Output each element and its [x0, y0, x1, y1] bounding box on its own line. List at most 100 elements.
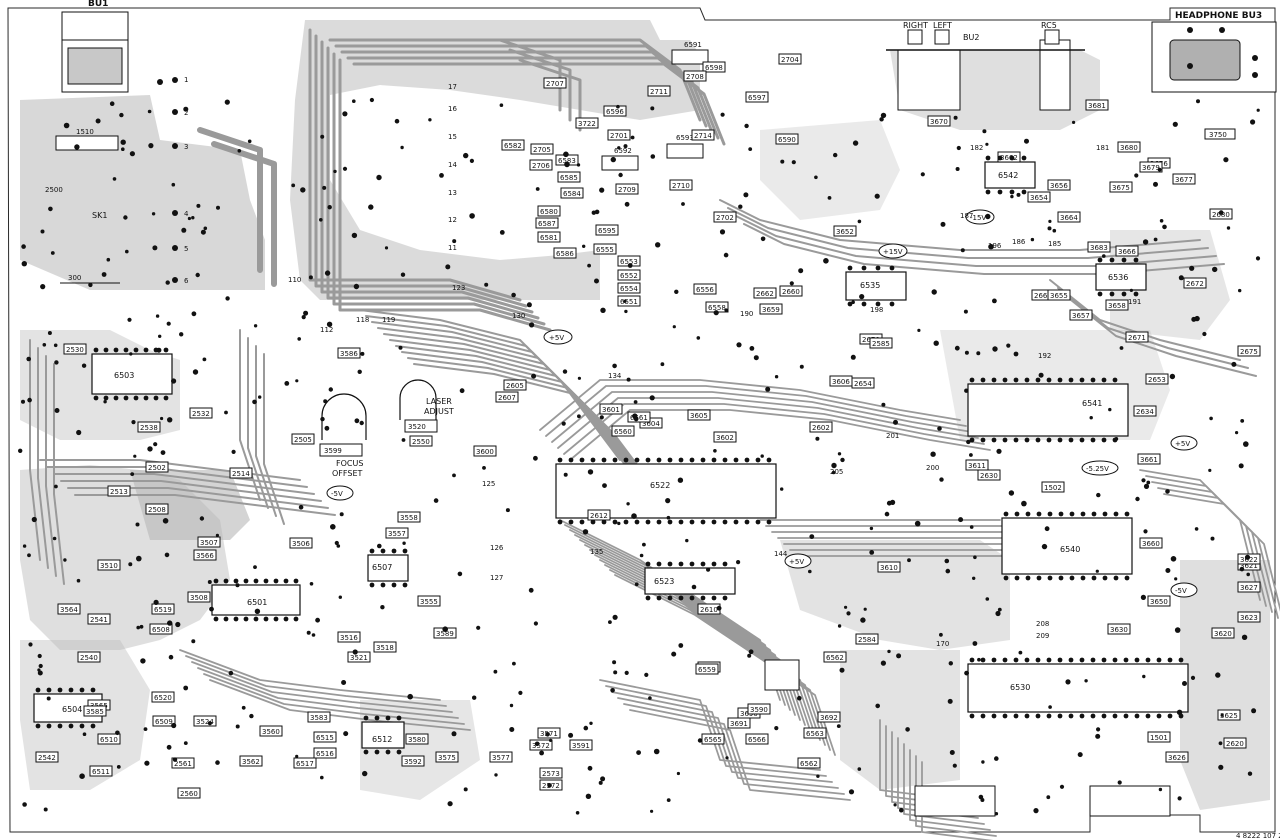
ic-pin — [243, 578, 249, 584]
ic-6504: 6504 — [33, 693, 103, 723]
solder-pad — [623, 144, 628, 149]
trace — [53, 473, 315, 495]
solder-pad — [143, 727, 148, 731]
solder-pad — [706, 567, 711, 572]
potentiometer-laser-adjust: 3520 LASER ADJUST — [399, 379, 454, 433]
solder-pad — [947, 698, 953, 704]
component-ref-n3555: 3555 — [420, 598, 438, 606]
solder-pad — [457, 571, 463, 577]
solder-pad — [216, 205, 220, 210]
solder-pad — [886, 500, 892, 506]
solder-pad — [1143, 483, 1150, 489]
trace — [338, 58, 552, 332]
trace — [60, 480, 322, 502]
component-body — [617, 269, 641, 281]
trace — [45, 355, 57, 577]
component-body — [1109, 181, 1133, 193]
solder-pad — [994, 756, 999, 761]
component-ref-n3623: 3623 — [1240, 614, 1258, 622]
solder-pad — [225, 296, 230, 301]
solder-pad — [101, 272, 107, 277]
node-label-n135: 135 — [590, 548, 603, 556]
ic-pin — [700, 519, 706, 525]
ic-pin — [766, 519, 772, 525]
solder-pad — [549, 738, 553, 743]
ic-pin — [645, 519, 651, 525]
solder-pad — [748, 147, 753, 152]
component-ref-c2714: 2714 — [694, 132, 712, 140]
solder-pad — [937, 426, 942, 431]
solder-pad — [175, 621, 181, 628]
solder-pad — [1140, 594, 1146, 601]
solder-pad — [696, 336, 701, 340]
ic-pin — [113, 395, 119, 401]
component-ref-n2513: 2513 — [110, 488, 128, 496]
component-body — [753, 287, 777, 299]
component-body — [530, 143, 554, 155]
solder-pad — [129, 352, 133, 356]
component-ref-n3566: 3566 — [196, 552, 214, 560]
solder-pad — [394, 118, 400, 124]
solder-pad — [649, 395, 655, 401]
solder-pad — [284, 381, 290, 386]
ic-pin — [980, 437, 986, 443]
ic-pin — [1091, 511, 1097, 517]
solder-pad — [171, 722, 177, 729]
solder-pad — [354, 418, 360, 424]
component-body — [691, 129, 715, 141]
solder-pad — [531, 373, 537, 379]
component-ref-t6508: 6508 — [152, 626, 170, 634]
component-ref-n2653: 2653 — [1148, 376, 1166, 384]
solder-pad — [1008, 490, 1015, 496]
node-label-n127: 127 — [490, 574, 503, 582]
component-body — [89, 765, 113, 777]
node-label-n209: 209 — [1036, 632, 1049, 640]
component-body — [1027, 191, 1051, 203]
component-body — [1137, 453, 1161, 465]
solder-pad — [1038, 372, 1044, 378]
ic-pin — [1069, 511, 1075, 517]
component-ref-n3654: 3654 — [1030, 194, 1048, 202]
solder-pad — [956, 145, 961, 151]
solder-pad — [747, 653, 752, 658]
ic-pin — [847, 301, 853, 307]
solder-pad — [840, 457, 845, 463]
ic-pin — [991, 657, 997, 663]
solder-pad — [610, 156, 616, 163]
component-body — [151, 691, 175, 703]
solder-pad — [1194, 527, 1199, 531]
ic-pin — [700, 457, 706, 463]
component-body — [560, 187, 584, 199]
ic-pin — [612, 519, 618, 525]
component-body — [639, 417, 663, 429]
solder-pad — [231, 449, 236, 454]
solder-pad — [327, 205, 332, 210]
component-ref-n2662: 2662 — [756, 290, 774, 298]
component-ref-n1501: 1501 — [1150, 734, 1168, 742]
solder-pad — [352, 99, 356, 103]
ic-pin — [766, 457, 772, 463]
solder-pad — [969, 525, 974, 529]
component-ref-t6566: 6566 — [748, 736, 766, 744]
component-body — [503, 379, 527, 391]
solder-pad — [665, 498, 671, 504]
ic-pin — [213, 578, 219, 584]
component-body — [965, 459, 989, 471]
solder-pad — [839, 667, 845, 673]
solder-pad — [869, 550, 875, 555]
trace — [179, 649, 441, 701]
solder-pad — [816, 774, 820, 778]
ic-pin — [1090, 377, 1096, 383]
component-ref-n6515: 6515 — [316, 734, 334, 742]
solder-pad — [300, 187, 306, 193]
ic-pin — [568, 457, 574, 463]
component-ref-n3656: 3656 — [1050, 182, 1068, 190]
component-references: 6582658365856584658065876581658665956555… — [35, 53, 1261, 799]
ic-pin — [969, 437, 975, 443]
ic-pin — [1091, 575, 1097, 581]
component-body — [1172, 173, 1196, 185]
ic-6504-label: 6504 — [62, 705, 82, 714]
component-ref-n2530: 2530 — [66, 346, 84, 354]
ic-6541-label: 6541 — [1082, 399, 1102, 408]
solder-pad — [1209, 416, 1213, 421]
